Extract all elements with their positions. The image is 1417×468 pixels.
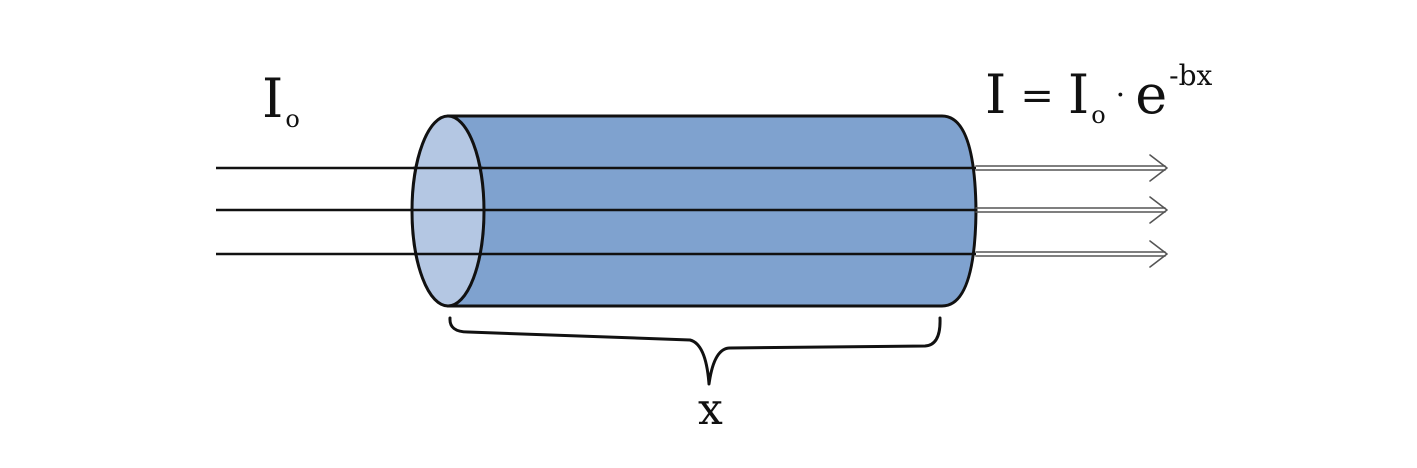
- incident-symbol: I: [262, 67, 284, 130]
- formula-i0-symbol: I: [1067, 63, 1090, 126]
- formula-base: e: [1135, 63, 1168, 126]
- incident-subscript: o: [285, 105, 300, 133]
- outgoing-beam-middle: [975, 196, 1168, 224]
- formula-exponent: -bx: [1169, 59, 1213, 92]
- arrowhead-icon: [1149, 196, 1168, 224]
- formula-dot: ·: [1115, 78, 1126, 113]
- outgoing-beam-top: [975, 154, 1168, 182]
- formula-equals: =: [1020, 73, 1054, 119]
- length-brace: [448, 316, 942, 386]
- incident-intensity-label: Io: [262, 72, 300, 132]
- outgoing-beams: [975, 154, 1168, 268]
- formula-i0-subscript: o: [1091, 101, 1106, 129]
- arrowhead-icon: [1149, 240, 1168, 268]
- outgoing-beam-bottom: [975, 240, 1168, 268]
- beams-through-face: [412, 166, 484, 256]
- incoming-beams: [216, 166, 976, 256]
- arrowhead-icon: [1149, 154, 1168, 182]
- attenuation-formula: I = Io · e-bx: [985, 62, 1212, 128]
- length-label: x: [698, 384, 723, 435]
- formula-lhs: I: [985, 63, 1007, 126]
